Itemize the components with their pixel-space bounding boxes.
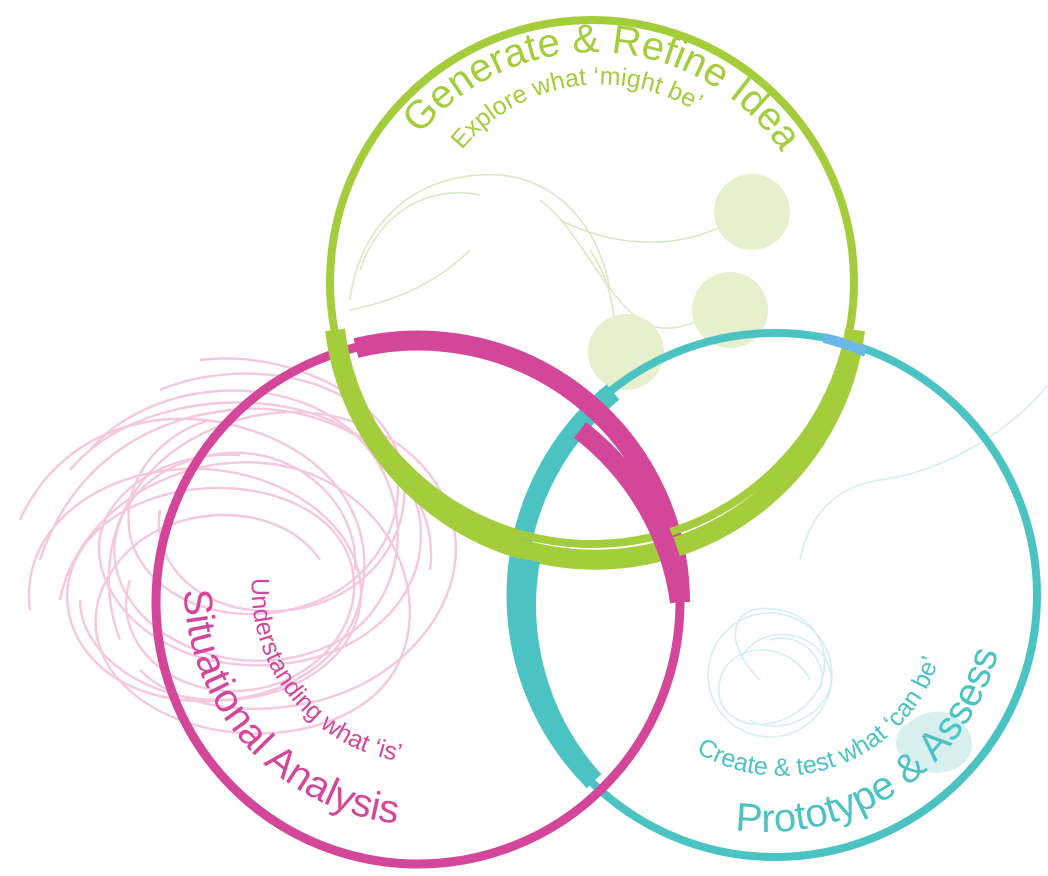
dot-decoration — [588, 174, 790, 390]
right-illustration — [707, 384, 1048, 738]
situational-title: Situational Analysis — [175, 587, 403, 832]
prototype-ring-overlap — [516, 558, 602, 788]
generate-ring — [325, 16, 865, 570]
scribble-illustration — [18, 357, 457, 735]
situational-ring-overlap — [573, 422, 690, 604]
situational-ring — [151, 330, 690, 869]
accent-segment — [822, 333, 868, 357]
right-leaf-shape — [896, 711, 972, 773]
generate-title: Generate & Refine Ideas — [0, 0, 810, 158]
